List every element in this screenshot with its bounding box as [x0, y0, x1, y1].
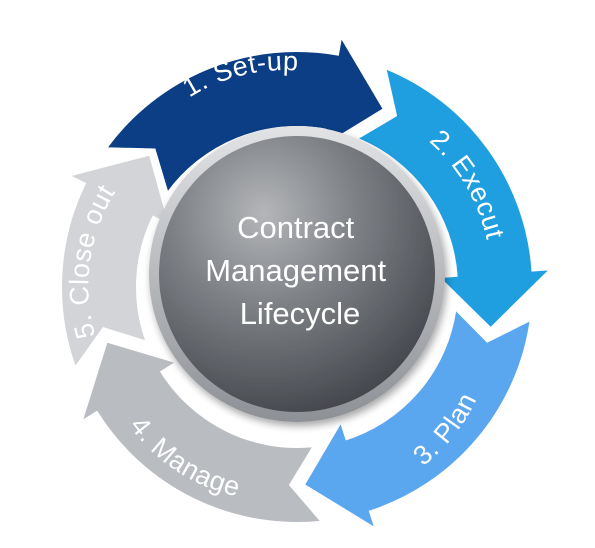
- segment-manage-arrow: [79, 340, 324, 524]
- center-line-1: Contract: [237, 210, 355, 245]
- segment-closeout-arrow: [60, 153, 171, 370]
- lifecycle-segments: [60, 34, 554, 531]
- segment-execute-arrow: [354, 66, 554, 330]
- center-hub: [149, 126, 445, 422]
- center-line-2: Management: [205, 253, 386, 288]
- center-hub-sphere: [159, 136, 435, 412]
- segment-setup-arrow: [104, 34, 386, 196]
- center-line-3: Lifecycle: [240, 296, 361, 331]
- center-title: Contract Management Lifecycle: [205, 210, 395, 331]
- segment-plan-arrow: [302, 307, 532, 531]
